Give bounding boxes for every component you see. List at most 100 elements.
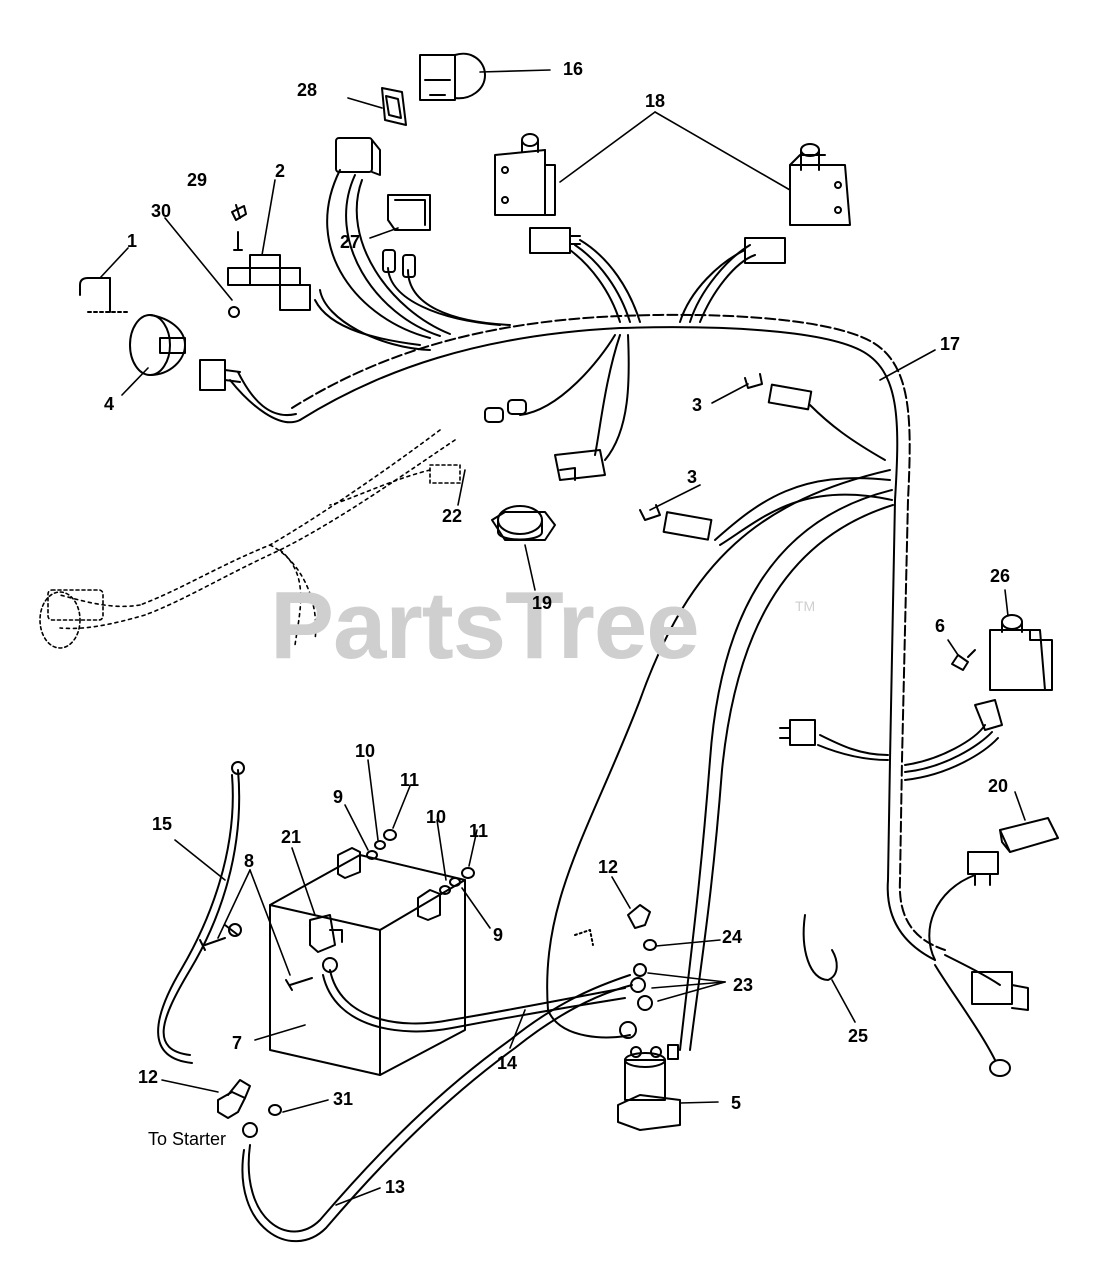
- callout-10-lower[interactable]: 10: [426, 807, 447, 827]
- callout-29[interactable]: 29: [187, 170, 208, 190]
- callout-20[interactable]: 20: [988, 776, 1009, 796]
- wire-to-18-right-b: [689, 244, 751, 323]
- wire-to-26-left-b: [817, 744, 889, 761]
- wire-to-18-right-c: [699, 254, 756, 323]
- callout-11-lower[interactable]: 11: [469, 821, 489, 841]
- callout-27[interactable]: 27: [340, 232, 361, 252]
- wire-to-center-a: [519, 334, 616, 416]
- callout-9-upper[interactable]: 9: [333, 787, 344, 807]
- battery-part: [269, 847, 466, 1076]
- callout-28[interactable]: 28: [297, 80, 318, 100]
- wire-to-26-right-b: [904, 731, 993, 773]
- wire-to-26-right-c: [904, 737, 999, 781]
- callout-9-lower[interactable]: 9: [493, 925, 504, 945]
- wire-to-module: [314, 299, 421, 346]
- fuse-3-lower-part: [639, 504, 713, 541]
- callout-10-upper[interactable]: 10: [355, 741, 376, 761]
- wire-to-ring: [934, 964, 996, 1061]
- callout-19[interactable]: 19: [532, 593, 553, 613]
- main-harness: [291, 313, 946, 961]
- wire-to-18-left-b: [574, 244, 631, 323]
- wire-to-26-right: [904, 724, 986, 766]
- connector-28-part: [335, 137, 381, 176]
- callout-11-upper[interactable]: 11: [400, 770, 420, 790]
- wire-to-module-2: [319, 289, 431, 351]
- callout-30[interactable]: 30: [151, 201, 172, 221]
- callout-6[interactable]: 6: [935, 616, 946, 636]
- cable-13-part: [241, 974, 633, 1243]
- nut-31-part: [268, 1104, 282, 1116]
- wire-to-20: [928, 874, 976, 961]
- wire-to-center-b: [594, 334, 621, 456]
- callout-2[interactable]: 2: [275, 161, 286, 181]
- callout-12-lower[interactable]: 12: [138, 1067, 159, 1087]
- optional-harness: [59, 429, 456, 646]
- callout-21[interactable]: 21: [281, 827, 302, 847]
- ignition-switch-part: [129, 314, 241, 391]
- wire-to-28-b: [345, 174, 441, 337]
- wire-to-solenoid-a: [546, 469, 891, 1039]
- boot-12-upper-part: [574, 904, 657, 951]
- callout-7[interactable]: 7: [232, 1033, 243, 1053]
- wire-to-ignition-2: [237, 371, 297, 417]
- wire-to-18-left-c: [579, 239, 641, 323]
- boot-12-lower-part: [217, 1079, 251, 1119]
- callout-3-upper[interactable]: 3: [692, 395, 703, 415]
- callout-24[interactable]: 24: [722, 927, 743, 947]
- callout-14[interactable]: 14: [497, 1053, 518, 1073]
- callout-22[interactable]: 22: [442, 506, 463, 526]
- callout-16[interactable]: 16: [563, 59, 584, 79]
- switch-16-part: [419, 52, 486, 101]
- wire-to-3-upper: [809, 404, 886, 461]
- watermark-tm: TM: [795, 598, 816, 614]
- wire-to-28-c: [355, 179, 451, 335]
- leader-lines: [99, 69, 1026, 1206]
- connector-20-part: [967, 817, 1059, 1077]
- callout-18[interactable]: 18: [645, 91, 666, 111]
- wire-to-solenoid-c: [689, 504, 894, 1051]
- buzzer-19-part: [491, 505, 556, 541]
- fuse-3-upper-part: [744, 373, 813, 411]
- switch-18-right-part: [744, 143, 851, 264]
- callout-31[interactable]: 31: [333, 1089, 354, 1109]
- callout-8[interactable]: 8: [244, 851, 255, 871]
- wire-to-18-right-a: [679, 249, 746, 323]
- battery-hardware-part: [366, 829, 475, 895]
- key-part: [79, 277, 129, 313]
- bolt-8-part: [199, 937, 313, 991]
- cable-14-part: [322, 957, 653, 1039]
- callout-12-upper[interactable]: 12: [598, 857, 619, 877]
- callout-3-lower[interactable]: 3: [687, 467, 698, 487]
- wire-to-27-b: [407, 269, 511, 326]
- wire-to-3-lower-b: [719, 493, 893, 546]
- wire-to-18-left-a: [569, 249, 621, 323]
- bezel-28-part: [381, 87, 407, 126]
- callout-15[interactable]: 15: [152, 814, 173, 834]
- wire-to-plug: [944, 954, 1001, 986]
- clip-25-part: [802, 914, 838, 981]
- switch-18-left-part: [494, 133, 581, 254]
- solenoid-5-part: [617, 1044, 681, 1131]
- wire-to-28-a: [326, 169, 431, 339]
- watermark-text: PartsTree: [270, 572, 700, 679]
- callout-17[interactable]: 17: [940, 334, 961, 354]
- switch-27-part: [382, 194, 431, 278]
- optional-harness-plug: [39, 464, 461, 649]
- wire-to-center-c: [604, 334, 630, 461]
- wire-to-ignition: [229, 379, 301, 424]
- callout-13[interactable]: 13: [385, 1177, 406, 1197]
- cable-15-part: [157, 761, 245, 1064]
- callout-23[interactable]: 23: [733, 975, 754, 995]
- wire-to-26-left: [819, 734, 889, 756]
- callout-5[interactable]: 5: [731, 1093, 742, 1113]
- callout-4[interactable]: 4: [104, 394, 115, 414]
- to-starter-label: To Starter: [148, 1129, 227, 1149]
- callout-1[interactable]: 1: [127, 231, 138, 251]
- callout-26[interactable]: 26: [990, 566, 1011, 586]
- wire-to-solenoid-b: [679, 489, 893, 1051]
- connector-center-part: [484, 399, 606, 481]
- module-part: [227, 204, 311, 318]
- switch-26-part: [779, 614, 1053, 746]
- callout-25[interactable]: 25: [848, 1026, 869, 1046]
